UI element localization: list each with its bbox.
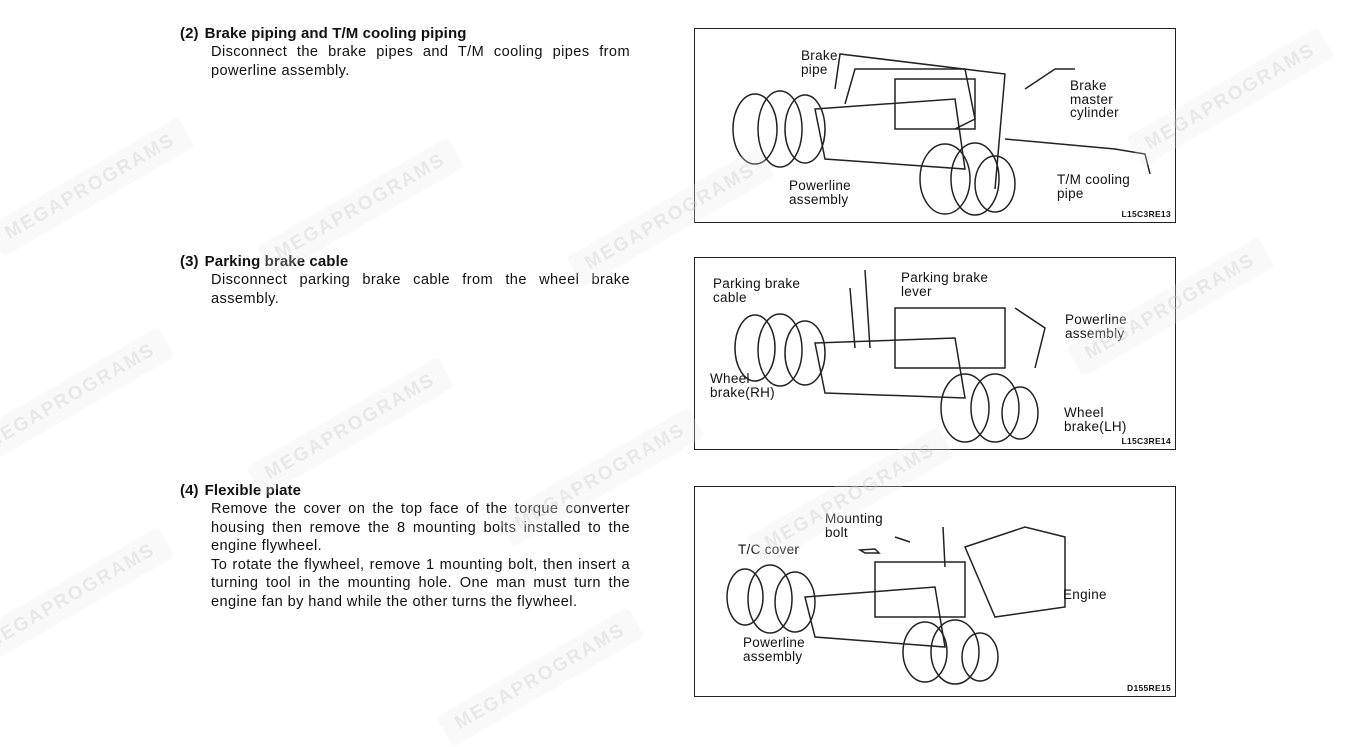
figure-brake-piping: Brake pipe Brake master cylinder Powerli… (694, 28, 1176, 223)
section-heading: (3)Parking brake cable (180, 253, 349, 270)
watermark: MEGAPROGRAMS (0, 117, 195, 257)
powerline-illustration (732, 53, 1151, 216)
watermark: MEGAPROGRAMS (0, 527, 175, 667)
figure-parking-brake: Parking brake cable Parking brake lever … (694, 257, 1176, 450)
powerline-illustration (734, 269, 1046, 443)
powerline-engine-illustration (726, 526, 1066, 685)
figure-flexible-plate: Mounting bolt T/C cover Engine Powerline… (694, 486, 1176, 697)
section-parking-brake-cable: (3)Parking brake cable Disconnect parkin… (180, 253, 630, 308)
watermark: MEGAPROGRAMS (436, 607, 645, 747)
section-body: Disconnect parking brake cable from the … (211, 272, 630, 307)
watermark: MEGAPROGRAMS (246, 357, 455, 497)
section-body: Remove the cover on the top face of the … (211, 501, 630, 555)
section-heading: (4)Flexible plate (180, 482, 302, 499)
section-flexible-plate: (4)Flexible plate Remove the cover on th… (180, 482, 630, 612)
section-brake-piping: (2)Brake piping and T/M cooling piping D… (180, 25, 630, 80)
watermark: MEGAPROGRAMS (0, 327, 175, 467)
section-heading: (2)Brake piping and T/M cooling piping (180, 25, 467, 42)
section-body: Disconnect the brake pipes and T/M cooli… (211, 44, 630, 79)
section-body-2: To rotate the flywheel, remove 1 mountin… (211, 556, 630, 610)
